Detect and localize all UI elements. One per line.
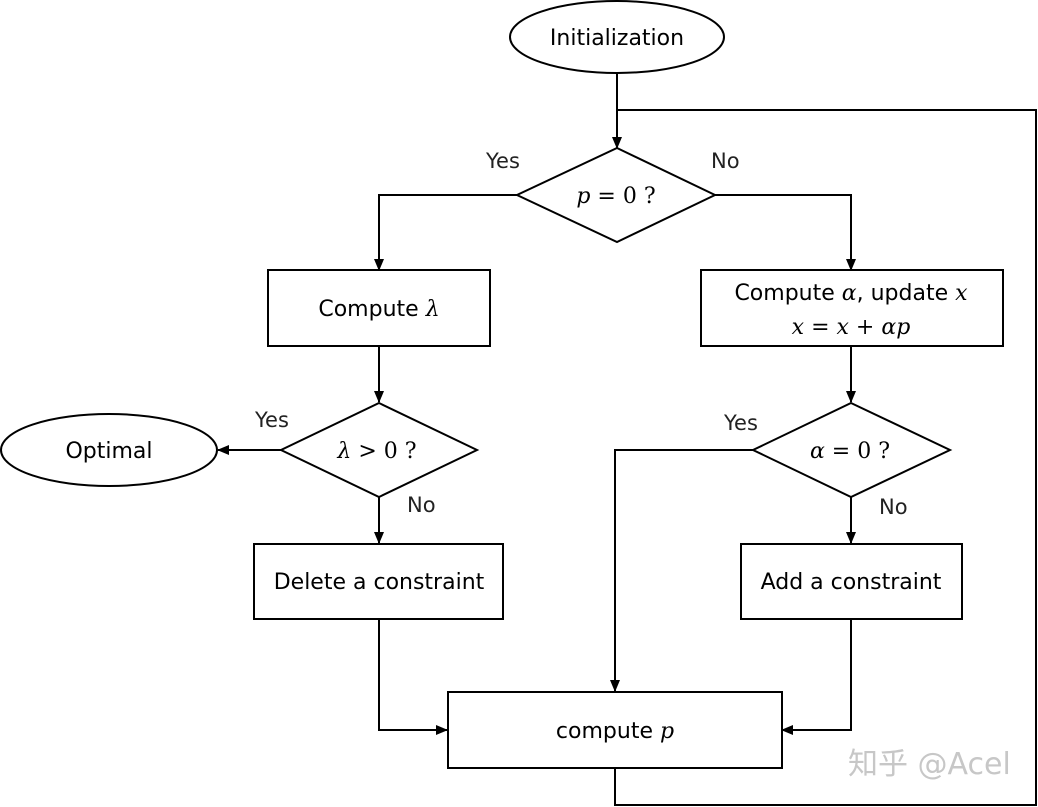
edge-loop-back <box>614 109 1037 806</box>
decision-lambda-node: λ > 0 ? <box>278 401 480 499</box>
delete-constraint-label: Delete a constraint <box>274 570 485 595</box>
compute-alpha-label: Compute α, update x <box>734 281 968 306</box>
start-node: Initialization <box>509 0 725 74</box>
decision-p-label: p = 0 ? <box>576 184 655 209</box>
compute-p-label: compute p <box>556 719 674 744</box>
edge-label-alpha-yes: Yes <box>723 411 758 435</box>
edge-label-lambda-no: No <box>407 493 436 517</box>
compute-p-node: compute p <box>447 691 783 769</box>
decision-p-node: p = 0 ? <box>514 146 718 244</box>
edge-add-to-compute-p <box>781 619 852 735</box>
watermark: 知乎 @Acel <box>848 747 1011 782</box>
add-constraint-node: Add a constraint <box>740 543 963 620</box>
edge-label-p-yes: Yes <box>485 149 520 173</box>
edge-label-p-no: No <box>711 149 740 173</box>
edge-label-lambda-yes: Yes <box>254 408 289 432</box>
update-x-formula: x = x + αp <box>792 315 911 340</box>
edge-label-alpha-no: No <box>879 495 908 519</box>
compute-lambda-node: Compute λ <box>267 269 491 347</box>
edges <box>217 74 1037 806</box>
decision-lambda-label: λ > 0 ? <box>336 439 416 464</box>
add-constraint-label: Add a constraint <box>761 570 942 595</box>
compute-alpha-node: Compute α, update x x = x + αp <box>700 269 1004 347</box>
decision-alpha-label: α = 0 ? <box>810 439 890 464</box>
optimal-label: Optimal <box>65 439 152 464</box>
edge-p-yes <box>374 194 517 271</box>
compute-lambda-label: Compute λ <box>318 297 439 322</box>
delete-constraint-node: Delete a constraint <box>253 543 504 620</box>
edge-p-no <box>715 194 856 271</box>
edge-delete-to-compute-p <box>378 619 448 735</box>
edge-alpha-yes <box>610 449 753 692</box>
start-label: Initialization <box>550 26 684 51</box>
decision-alpha-node: α = 0 ? <box>750 401 953 499</box>
optimal-node: Optimal <box>0 413 218 487</box>
